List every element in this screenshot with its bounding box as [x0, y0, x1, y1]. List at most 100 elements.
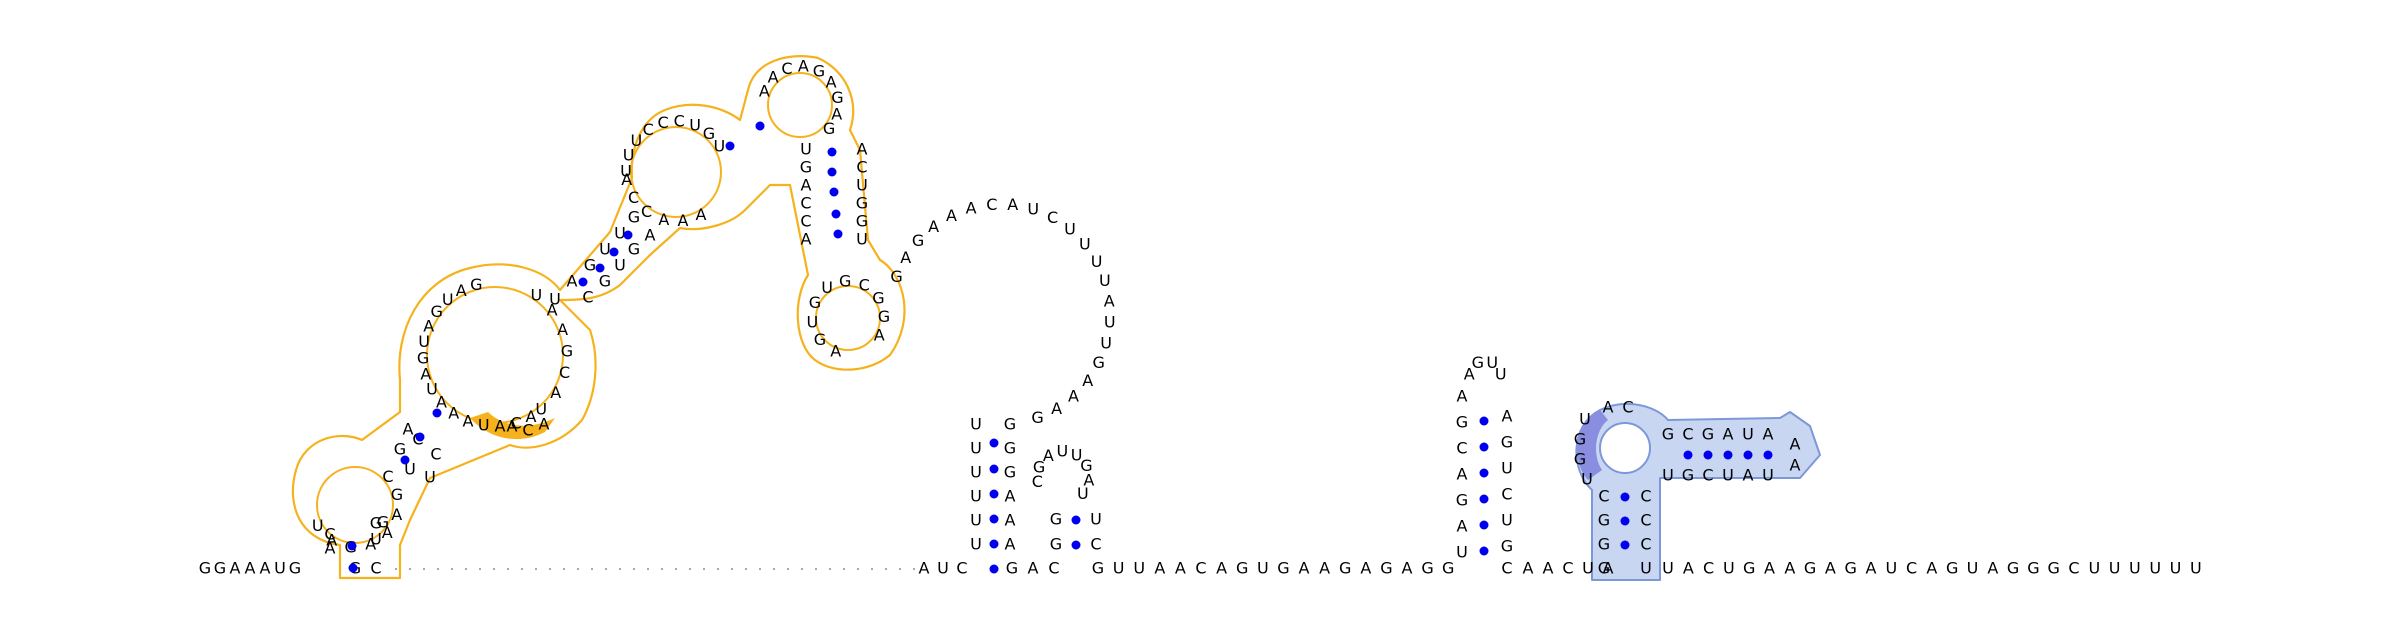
blue-nt: C — [1640, 511, 1651, 530]
five-prime-nt: A — [245, 559, 256, 578]
black-loop-nt: A — [1082, 371, 1093, 390]
black-loop-nt: A — [946, 206, 957, 225]
three-prime-nt: U — [2190, 559, 2202, 578]
orange-nt: C — [559, 363, 570, 382]
baseline-nt: G — [1339, 559, 1351, 578]
orange-nt: G — [599, 272, 611, 291]
orange-nt: G — [814, 330, 826, 349]
base-pair-dot — [989, 489, 999, 499]
orange-nt: U — [614, 256, 626, 275]
orange-nt: A — [403, 420, 414, 439]
orange-nt: A — [567, 272, 578, 291]
blue-nt: U — [1579, 410, 1591, 429]
orange-nt: U — [713, 137, 725, 156]
baseline-nt: G — [1421, 559, 1433, 578]
orange-nt: G — [370, 514, 382, 533]
black-loop-nt: A — [928, 217, 939, 236]
stem2-nt: G — [1456, 413, 1468, 432]
orange-nt: A — [768, 68, 779, 87]
orange-nt: G — [391, 485, 403, 504]
three-prime-nt: C — [1906, 559, 1917, 578]
orange-nt: C — [628, 188, 639, 207]
blue-nt: G — [1598, 535, 1610, 554]
base-pair-dot — [1620, 540, 1630, 550]
five-prime-nt: G — [289, 559, 301, 578]
orange-nt: C — [510, 413, 521, 432]
base-pair-dot — [432, 408, 442, 418]
hairpin-nt: G — [1033, 457, 1045, 476]
orange-nt: G — [703, 124, 715, 143]
orange-nt: A — [826, 73, 837, 92]
blue-nt: G — [1574, 430, 1586, 449]
blue-nt: G — [1598, 511, 1610, 530]
orange-domain — [291, 55, 906, 580]
base-pair-dot — [1479, 442, 1489, 452]
orange-nt: A — [423, 316, 434, 335]
stem-nt: U — [970, 487, 982, 506]
baseline-nt: A — [1216, 559, 1227, 578]
orange-nt: A — [874, 326, 885, 345]
stem2-nt: G — [1501, 433, 1513, 452]
stem2-nt: U — [1495, 365, 1507, 384]
black-loop-nt: U — [1104, 313, 1116, 332]
stem-nt: G — [1004, 463, 1016, 482]
three-prime-nt: A — [1764, 559, 1775, 578]
orange-nt: U — [856, 176, 868, 195]
base-pair-dot — [1620, 492, 1630, 502]
hairpin-nt: G — [1050, 535, 1062, 554]
three-prime-nt: G — [2007, 559, 2019, 578]
orange-nt: A — [526, 407, 537, 426]
orange-nt: A — [456, 281, 467, 300]
black-loop-nt: U — [1100, 333, 1112, 352]
base-pair-dot — [1703, 450, 1713, 460]
orange-highlight-segment — [470, 412, 555, 440]
blue-nt: G — [1682, 466, 1694, 485]
base-pair-dot — [1479, 546, 1489, 556]
black-loop-nt: U — [1064, 220, 1076, 239]
blue-nt: G — [1662, 425, 1674, 444]
blue-nt: C — [1622, 398, 1633, 417]
baseline-nt: A — [1299, 559, 1310, 578]
base-pair-dot — [623, 230, 633, 240]
orange-nt: G — [813, 62, 825, 81]
orange-nt: A — [621, 170, 632, 189]
stem2-nt: A — [1457, 387, 1468, 406]
orange-nt: C — [430, 445, 441, 464]
black-loop-nt: U — [1091, 252, 1103, 271]
stem2-nt: A — [1502, 407, 1513, 426]
three-prime-nt: U — [1885, 559, 1897, 578]
orange-nt: A — [801, 230, 812, 249]
stem2-nt: U — [1501, 459, 1513, 478]
base-pair-dot — [989, 438, 999, 448]
blue-nt: C — [1598, 487, 1609, 506]
orange-nt: A — [420, 364, 431, 383]
orange-domain-outline — [291, 55, 906, 580]
stem2-nt: U — [1486, 353, 1498, 372]
base-pair-dot — [595, 263, 605, 273]
baseline-nt: A — [1523, 559, 1534, 578]
three-prime-nt: U — [2149, 559, 2161, 578]
black-loop-nt: G — [912, 231, 924, 250]
orange-nt: U — [620, 162, 632, 181]
stem2-nt: G — [1456, 491, 1468, 510]
baseline-nt: A — [1603, 559, 1614, 578]
baseline-nt: U — [1257, 559, 1269, 578]
blue-nt: A — [1603, 398, 1614, 417]
orange-nt: U — [530, 286, 542, 305]
three-prime-nt: A — [1987, 559, 1998, 578]
hairpin-nt: A — [1043, 446, 1054, 465]
black-loop-nt: A — [966, 198, 977, 217]
base-pair-dot — [609, 247, 619, 257]
baseline-nt: U — [1133, 559, 1145, 578]
base-pair-dot — [348, 563, 358, 573]
hairpin-nt: G — [1050, 510, 1062, 529]
black-loop-nt: A — [900, 248, 911, 267]
black-loop-nt: C — [1047, 208, 1058, 227]
three-prime-nt: U — [2088, 559, 2100, 578]
black-loop-nt: A — [1068, 386, 1079, 405]
orange-nt: A — [365, 535, 376, 554]
base-pair-dot — [1683, 450, 1693, 460]
base-pair-dot — [1479, 416, 1489, 426]
hairpin-nt: C — [1090, 535, 1101, 554]
stem2-nt: C — [1456, 439, 1467, 458]
